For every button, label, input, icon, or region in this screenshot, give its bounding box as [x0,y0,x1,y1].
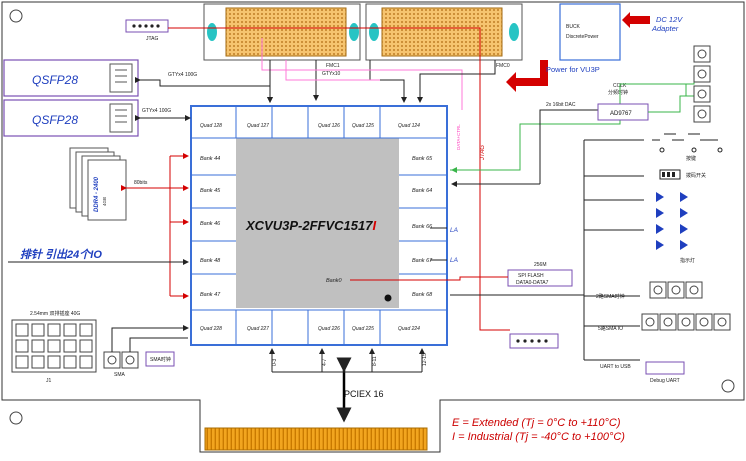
mount-hole [9,411,23,425]
svg-text:Quad 128: Quad 128 [200,123,222,129]
svg-text:BUCK: BUCK [566,24,581,30]
fmc-0: FMC0 [365,3,523,69]
svg-text:DATA+CTRL: DATA+CTRL [456,124,461,150]
svg-text:LA: LA [450,227,458,234]
svg-text:Adapter: Adapter [651,24,679,33]
fpga-name: XCVU3P-2FFVC1517I [245,218,376,233]
svg-text:DATA0-DATA7: DATA0-DATA7 [516,280,549,286]
spi-flash [507,269,573,287]
sma-io [641,313,731,331]
svg-text:2x 16bit DAC: 2x 16bit DAC [546,102,576,108]
jtag-conn-2 [509,333,559,349]
qsfp-2: QSFP28 [3,99,139,137]
svg-text:Bank 48: Bank 48 [200,258,221,264]
svg-text:FMC0: FMC0 [496,63,510,69]
svg-text:5路SMA IO: 5路SMA IO [598,325,623,332]
pin-header-grid [11,319,97,373]
svg-text:Quad 127: Quad 127 [247,123,269,129]
svg-text:Quad 225: Quad 225 [352,326,374,332]
banks-right: Bank 65 Bank 64 Bank 66 Bank 67 Bank 68 [399,156,447,298]
ddr4-stack: DDR4 - 2400 4GB [69,147,127,221]
buck-converter: BUCK DiscretePower [559,3,621,61]
svg-text:排针 引出24个IO: 排针 引出24个IO [20,248,102,261]
svg-text:Quad 124: Quad 124 [398,123,420,129]
svg-text:拨码开关: 拨码开关 [686,172,706,179]
svg-text:JTAG: JTAG [146,36,159,42]
mount-hole [721,379,735,393]
banks-left: Bank 44 Bank 45 Bank 46 Bank 48 Bank 47 [191,156,236,298]
leds [656,192,688,250]
svg-text:LA: LA [450,257,458,264]
svg-text:FMC1: FMC1 [326,63,340,69]
qsfp-1: QSFP28 [3,59,139,97]
quads-top: Quad 128 Quad 127 Quad 126 Quad 125 Quad… [191,106,447,139]
svg-text:Bank 46: Bank 46 [200,221,221,227]
svg-text:12-15: 12-15 [422,353,428,366]
svg-text:J1: J1 [46,378,52,384]
pcb-outline [1,1,745,453]
svg-text:Bank 65: Bank 65 [412,156,433,162]
svg-text:80bits: 80bits [134,180,148,186]
svg-text:SMA: SMA [114,372,126,378]
svg-text:I = Industrial (Tj = -40°C to: I = Industrial (Tj = -40°C to +100°C) [452,431,625,443]
svg-text:Bank 47: Bank 47 [200,292,221,298]
pcie-fingers [204,427,428,451]
svg-text:DiscretePower: DiscretePower [566,34,599,40]
svg-text:指示灯: 指示灯 [680,257,695,264]
quads-bottom: Quad 228 Quad 227 Quad 226 Quad 225 Quad… [191,309,447,345]
sma-clock [649,281,703,299]
svg-text:E = Extended (Tj = 0°C to +110: E = Extended (Tj = 0°C to +110°C) [452,417,621,429]
pcie-label: PCIEX 16 [344,389,384,399]
svg-text:Bank 45: Bank 45 [200,188,221,194]
svg-text:DC 12V: DC 12V [656,15,683,24]
svg-text:Power for VU3P: Power for VU3P [546,65,600,74]
buttons: 按键 [652,133,723,162]
svg-text:GTYx10: GTYx10 [322,71,341,77]
svg-text:Bank0: Bank0 [326,278,343,284]
svg-text:Quad 226: Quad 226 [318,326,340,332]
svg-text:JTAG: JTAG [480,145,486,161]
svg-text:Bank 44: Bank 44 [200,156,220,162]
svg-text:AD9767: AD9767 [610,111,632,117]
svg-text:0-3: 0-3 [272,359,278,366]
uart-port [645,361,685,375]
svg-text:Debug UART: Debug UART [650,378,680,384]
svg-text:Quad 228: Quad 228 [200,326,222,332]
svg-text:8-11: 8-11 [372,356,378,366]
svg-text:GTYx4 100G: GTYx4 100G [142,108,171,114]
sma-stack-top [693,45,711,123]
jtag-header: JTAG [125,19,169,42]
svg-text:DDR4 - 2400: DDR4 - 2400 [94,176,100,212]
svg-text:2.54mm 双排插座 40G: 2.54mm 双排插座 40G [30,310,80,317]
svg-text:SPI FLASH: SPI FLASH [518,273,544,279]
svg-text:256M: 256M [534,262,547,268]
svg-text:4GB: 4GB [102,197,107,206]
svg-text:按键: 按键 [686,155,696,162]
svg-text:UART to USB: UART to USB [600,364,631,370]
svg-text:4-7: 4-7 [322,359,328,366]
svg-text:QSFP28: QSFP28 [32,73,78,87]
svg-text:分频时钟: 分频时钟 [608,89,628,96]
svg-text:Bank 66: Bank 66 [412,224,433,230]
svg-text:Bank 68: Bank 68 [412,292,433,298]
svg-text:SMA时钟: SMA时钟 [150,356,171,363]
sma-clock-chip [145,351,175,367]
svg-text:2路SMA时钟: 2路SMA时钟 [596,293,625,300]
mount-hole [9,9,23,23]
pcie-lanes: 0-3 4-7 8-11 12-15 [269,348,428,373]
svg-text:GTYx4 100G: GTYx4 100G [168,72,197,78]
fmc-1: FMC1 [203,3,361,69]
svg-text:Quad 227: Quad 227 [247,326,269,332]
svg-text:Quad 126: Quad 126 [318,123,340,129]
svg-text:Quad 224: Quad 224 [398,326,420,332]
svg-text:Bank 64: Bank 64 [412,188,432,194]
svg-text:Quad 125: Quad 125 [352,123,374,129]
svg-text:QSFP28: QSFP28 [32,113,78,127]
svg-text:Bank 67: Bank 67 [412,258,433,264]
